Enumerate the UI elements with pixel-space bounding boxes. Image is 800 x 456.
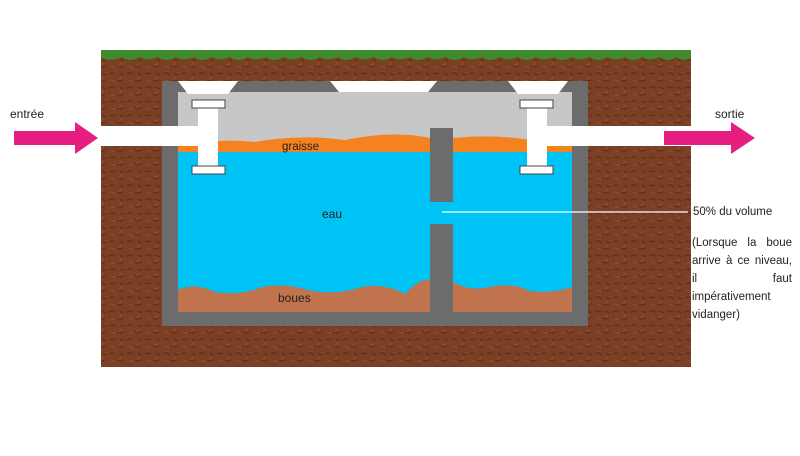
access-hatch-left [178,81,238,94]
inlet-tee-cap-top [191,99,226,109]
arrow-right-icon [664,122,755,154]
access-hatch-right [508,81,568,94]
drain-instruction-note: (Lorsque la boue arrive à ce niveau, il … [692,237,792,321]
grease-label: graisse [282,141,319,153]
inlet-tee [198,107,218,167]
inlet-tee-cap-bottom [191,165,226,175]
access-hatch-center [330,81,437,92]
outlet-tee-cap-top [519,99,554,109]
outlet-tee-cap-bottom [519,165,554,175]
arrow-right-icon [14,122,98,154]
inlet-arrow-icon [14,122,98,154]
grass [101,50,691,60]
inlet-label: entrée [10,107,44,121]
outlet-tee [527,107,547,167]
water-label: eau [322,207,342,221]
baffle-upper [430,128,453,202]
outlet-label: sortie [715,107,745,121]
baffle-lower [430,224,453,319]
sludge-layer [178,279,572,312]
sludge-label: boues [278,291,311,305]
outlet-arrow-icon [664,122,755,154]
volume-label: 50% du volume [693,206,772,218]
